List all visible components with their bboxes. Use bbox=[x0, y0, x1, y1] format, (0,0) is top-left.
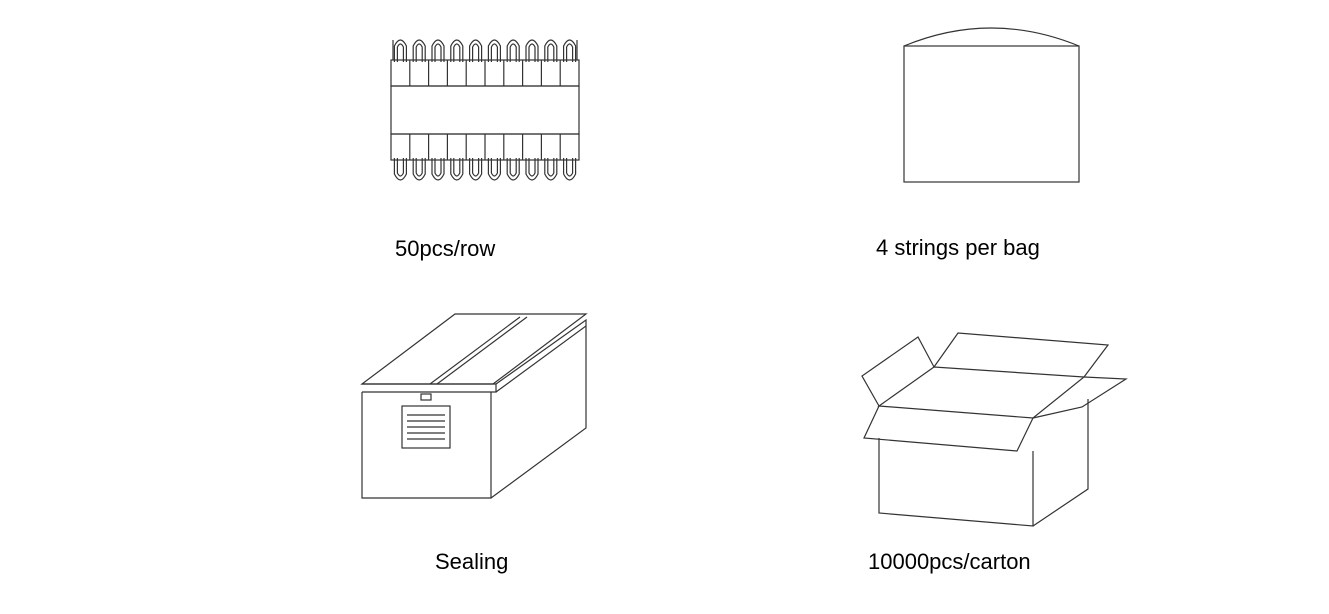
caption-4-strings-per-bag: 4 strings per bag bbox=[876, 235, 1040, 260]
caption-50pcs-row: 50pcs/row bbox=[395, 236, 496, 261]
caption-sealing: Sealing bbox=[435, 549, 509, 574]
caption-10000pcs-carton: 10000pcs/carton bbox=[868, 549, 1031, 574]
